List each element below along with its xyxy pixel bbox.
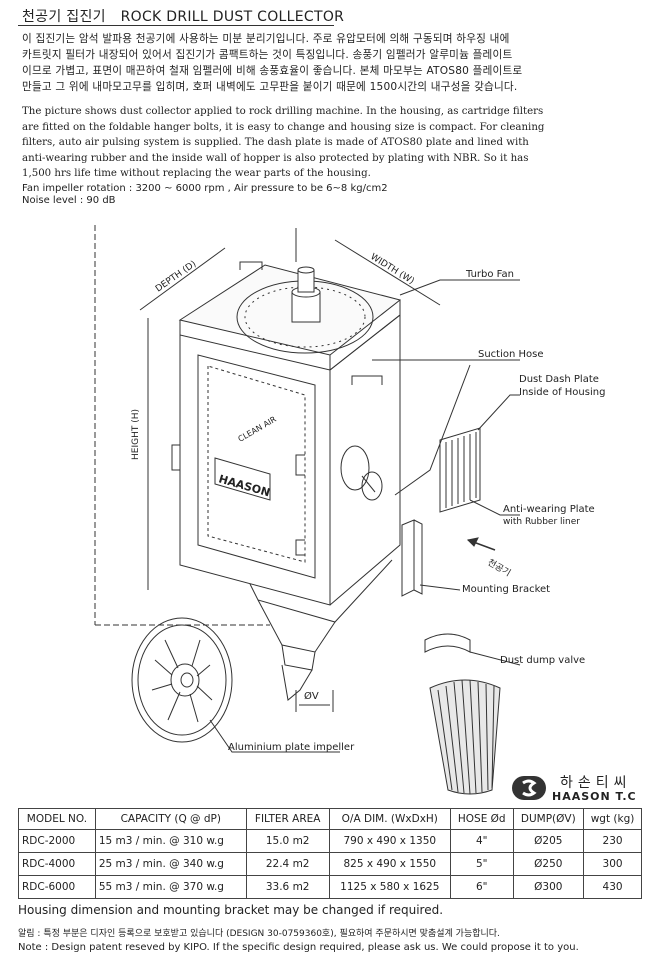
table-row: RDC-6000 55 m3 / min. @ 370 w.g 33.6 m2 … — [18, 875, 642, 899]
callout-turbo-fan: Turbo Fan — [465, 269, 514, 280]
table-cell: 22.4 m2 — [245, 852, 330, 876]
width-label: WIDTH (W) — [368, 252, 415, 287]
column-header: MODEL NO. — [18, 808, 96, 830]
callout-impeller: Aluminium plate impeller — [228, 742, 355, 753]
column-header: O/A DIM. (WxDxH) — [328, 808, 451, 830]
korean-line: 이 집진기는 암석 발파용 천공기에 사용하는 미분 분리기입니다. 주로 유압… — [22, 33, 510, 45]
dump-diameter-label: ØV — [304, 690, 319, 702]
english-line: anti-wearing rubber and the inside wall … — [22, 152, 529, 164]
table-header-row: MODEL NO. CAPACITY (Q @ dP) FILTER AREA … — [18, 808, 642, 830]
logo-english: HAASON T.C — [552, 790, 637, 803]
table-cell: RDC-2000 — [18, 829, 96, 853]
callout-mounting-bracket: Mounting Bracket — [462, 584, 550, 595]
table-cell: Ø250 — [512, 852, 585, 876]
english-line: are fitted on the foldable hanger bolts,… — [22, 121, 545, 133]
table-cell: 15.0 m2 — [245, 829, 330, 853]
korean-line: 만들고 그 위에 내마모고무를 입히며, 호퍼 내벽에도 고무판을 붙이기 때문… — [22, 81, 518, 93]
table-cell: 15 m3 / min. @ 310 w.g — [94, 829, 247, 853]
table-cell: 33.6 m2 — [245, 875, 330, 899]
column-header: wgt (kg) — [583, 808, 642, 830]
table-cell: 790 x 490 x 1350 — [328, 829, 451, 853]
table-cell: RDC-4000 — [18, 852, 96, 876]
haason-logo-icon — [512, 776, 546, 800]
english-line: The picture shows dust collector applied… — [22, 106, 544, 117]
callout-suction-hose: Suction Hose — [478, 349, 544, 360]
english-line: 1,500 hrs life time without replacing th… — [22, 168, 371, 179]
title-underline — [18, 25, 334, 26]
table-cell: 6" — [449, 875, 514, 899]
callout-drill: 천공기 — [486, 557, 513, 579]
table-cell: 300 — [583, 852, 642, 876]
title-korean: 천공기 집진기 — [22, 9, 106, 25]
english-description: The picture shows dust collector applied… — [22, 104, 642, 182]
table-cell: 430 — [583, 875, 642, 899]
model-spec-table: MODEL NO. CAPACITY (Q @ dP) FILTER AREA … — [18, 808, 642, 899]
column-header: FILTER AREA — [245, 808, 330, 830]
fan-rotation-spec: Fan impeller rotation : 3200 ~ 6000 rpm … — [22, 183, 388, 194]
table-row: RDC-4000 25 m3 / min. @ 340 w.g 22.4 m2 … — [18, 852, 642, 876]
korean-line: 카트릿지 필터가 내장되어 있어서 집진기가 콤팩트하는 것이 특징입니다. 송… — [22, 49, 513, 61]
table-cell: 55 m3 / min. @ 370 w.g — [94, 875, 247, 899]
table-cell: 230 — [583, 829, 642, 853]
logo-korean: 하손티씨 — [560, 775, 632, 791]
table-cell: 1125 x 580 x 1625 — [328, 875, 451, 899]
table-cell: Ø205 — [512, 829, 585, 853]
table-cell: 4" — [449, 829, 514, 853]
height-label: HEIGHT (H) — [131, 409, 141, 460]
dust-collector-drawing: DEPTH (D) WIDTH (W) HEIGHT (H) CLEAN AIR… — [94, 225, 605, 795]
callout-dump-valve: Dust dump valve — [500, 655, 585, 666]
table-row: RDC-2000 15 m3 / min. @ 310 w.g 15.0 m2 … — [18, 829, 642, 853]
column-header: DUMP(ØV) — [512, 808, 585, 830]
korean-description: 이 집진기는 암석 발파용 천공기에 사용하는 미분 분리기입니다. 주로 유압… — [22, 31, 634, 95]
table-cell: RDC-6000 — [18, 875, 96, 899]
callout-dash-plate-1: Dust Dash Plate — [519, 374, 599, 385]
korean-line: 이므로 가볍고, 표면이 매끈하여 철재 임펠러에 비해 송풍효율이 좋습니다.… — [22, 65, 523, 77]
housing-note: Housing dimension and mounting bracket m… — [18, 903, 444, 917]
title-english: ROCK DRILL DUST COLLECTOR — [120, 9, 345, 25]
page-title: 천공기 집진기 ROCK DRILL DUST COLLECTOR — [22, 6, 344, 26]
english-design-note: Note : Design patent reseved by KIPO. If… — [18, 942, 579, 953]
callout-anti-wear-1: Anti-wearing Plate — [503, 504, 595, 515]
english-line: filters, auto air pulsing system is supp… — [22, 137, 529, 148]
callout-anti-wear-2: with Rubber liner — [503, 517, 580, 527]
table-cell: Ø300 — [512, 875, 585, 899]
korean-design-note: 알림 : 특정 부분은 디자인 등록으로 보호받고 있습니다 (DESIGN 3… — [18, 929, 500, 939]
operating-specs: Fan impeller rotation : 3200 ~ 6000 rpm … — [22, 183, 388, 207]
noise-level-spec: Noise level : 90 dB — [22, 195, 116, 206]
clean-air-label: CLEAN AIR — [237, 414, 279, 443]
column-header: HOSE Ød — [449, 808, 514, 830]
table-cell: 5" — [449, 852, 514, 876]
column-header: CAPACITY (Q @ dP) — [94, 808, 247, 830]
callout-dash-plate-2: Inside of Housing — [519, 387, 605, 398]
table-cell: 825 x 490 x 1550 — [328, 852, 451, 876]
depth-label: DEPTH (D) — [154, 259, 198, 294]
brand-plate-label: HAASON — [217, 472, 271, 499]
table-cell: 25 m3 / min. @ 340 w.g — [94, 852, 247, 876]
